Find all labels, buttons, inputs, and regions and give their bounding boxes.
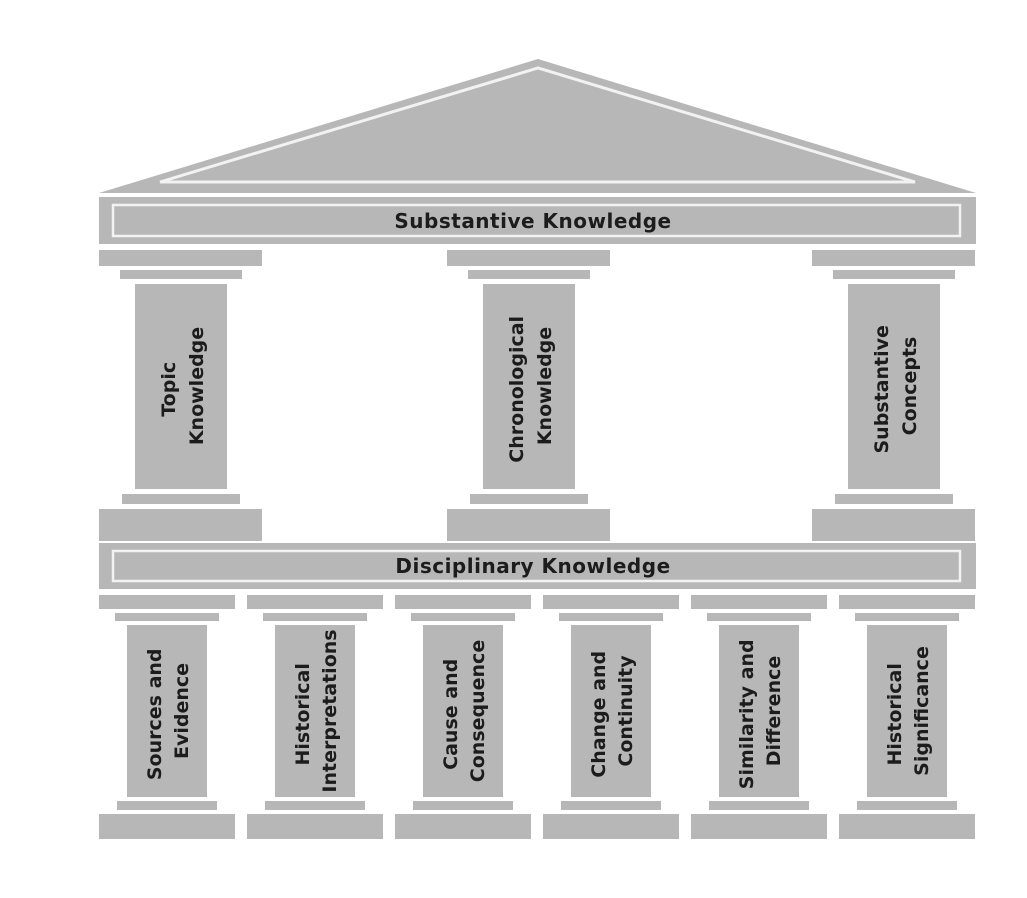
- capital-step: [263, 613, 367, 621]
- disciplinary-knowledge-band: Disciplinary Knowledge: [99, 543, 976, 589]
- pillar-label-line2: Difference: [763, 656, 785, 767]
- pillar-label-line2: Concepts: [899, 337, 921, 436]
- substantive-knowledge-band: Substantive Knowledge: [99, 197, 976, 244]
- pillar-label-line1: Topic: [158, 362, 180, 417]
- lower-pillar-cause-and-consequence: Cause and Consequence: [395, 595, 531, 839]
- pillar-label-line1: Historical: [884, 663, 906, 765]
- base-step: [117, 801, 217, 810]
- pediment: [99, 59, 976, 193]
- pillar-label-line2: Continuity: [615, 655, 637, 767]
- pillar-label-line1: Chronological: [506, 316, 528, 463]
- shaft: [135, 284, 227, 489]
- shaft: [867, 625, 947, 797]
- capital-slab: [543, 595, 679, 609]
- capital-step: [468, 270, 590, 279]
- pillar-label: Cause and Consequence: [440, 640, 489, 782]
- pillar-label-line2: Consequence: [467, 640, 489, 782]
- base-slab: [812, 509, 975, 541]
- base-step: [561, 801, 661, 810]
- lower-pillar-historical-significance: Historical Significance: [839, 595, 975, 839]
- capital-step: [707, 613, 811, 621]
- base-step: [470, 494, 588, 504]
- capital-slab: [395, 595, 531, 609]
- base-slab: [691, 814, 827, 839]
- pillar-label-line1: Similarity and: [736, 639, 758, 789]
- pillar-label-line2: Knowledge: [186, 327, 208, 445]
- base-slab: [99, 814, 235, 839]
- pillar-label-line2: Knowledge: [534, 327, 556, 445]
- base-slab: [543, 814, 679, 839]
- capital-step: [833, 270, 955, 279]
- pillar-label-line1: Cause and: [440, 659, 462, 770]
- pillar-label: Historical Interpretations: [292, 629, 341, 792]
- pediment-inner-line: [159, 66, 916, 184]
- pillar-label-line1: Sources and: [144, 648, 166, 780]
- base-slab: [839, 814, 975, 839]
- capital-step: [559, 613, 663, 621]
- shaft: [719, 625, 799, 797]
- pillar-label-line1: Historical: [292, 663, 314, 765]
- upper-pillar-substantive-concepts: Substantive Concepts: [812, 250, 975, 541]
- pillar-label-line2: Significance: [911, 646, 933, 776]
- base-slab: [99, 509, 262, 541]
- capital-step: [411, 613, 515, 621]
- shaft: [571, 625, 651, 797]
- base-step: [709, 801, 809, 810]
- base-slab: [447, 509, 610, 541]
- lower-pillar-historical-interpretations: Historical Interpretations: [247, 595, 383, 839]
- pillar-label: Similarity and Difference: [736, 633, 785, 789]
- base-step: [857, 801, 957, 810]
- capital-step: [855, 613, 959, 621]
- band-inner-line: [111, 549, 962, 583]
- lower-pillar-similarity-and-difference: Similarity and Difference: [691, 595, 827, 839]
- pediment-outer: [99, 59, 976, 193]
- base-slab: [395, 814, 531, 839]
- lower-pillar-sources-and-evidence: Sources and Evidence: [99, 595, 235, 839]
- pillar-label: Substantive Concepts: [871, 318, 921, 453]
- pillar-label-line1: Substantive: [871, 325, 893, 453]
- pillar-label-line2: Evidence: [171, 663, 193, 759]
- capital-slab: [812, 250, 975, 266]
- capital-slab: [839, 595, 975, 609]
- base-step: [413, 801, 513, 810]
- capital-step: [120, 270, 242, 279]
- base-slab: [247, 814, 383, 839]
- pillar-label: Sources and Evidence: [144, 642, 193, 780]
- band-label: Substantive Knowledge: [394, 209, 671, 233]
- capital-slab: [447, 250, 610, 266]
- pillar-label: Historical Significance: [884, 646, 933, 776]
- shaft: [848, 284, 940, 489]
- shaft: [483, 284, 575, 489]
- band-inner-line: [111, 203, 962, 238]
- band-label: Disciplinary Knowledge: [395, 554, 670, 578]
- pillar-label: Topic Knowledge: [158, 327, 208, 445]
- capital-slab: [99, 250, 262, 266]
- base-step: [122, 494, 240, 504]
- capital-slab: [99, 595, 235, 609]
- pillar-label-line2: Interpretations: [319, 629, 341, 792]
- capital-step: [115, 613, 219, 621]
- shaft: [275, 625, 355, 797]
- lower-pillar-change-and-continuity: Change and Continuity: [543, 595, 679, 839]
- shaft: [127, 625, 207, 797]
- capital-slab: [691, 595, 827, 609]
- upper-pillar-chronological-knowledge: Chronological Knowledge: [447, 250, 610, 541]
- upper-pillar-topic-knowledge: Topic Knowledge: [99, 250, 262, 541]
- shaft: [423, 625, 503, 797]
- pillar-label: Change and Continuity: [588, 644, 637, 778]
- base-step: [835, 494, 953, 504]
- base-step: [265, 801, 365, 810]
- capital-slab: [247, 595, 383, 609]
- pillar-label: Chronological Knowledge: [506, 309, 556, 462]
- pillar-label-line1: Change and: [588, 651, 610, 778]
